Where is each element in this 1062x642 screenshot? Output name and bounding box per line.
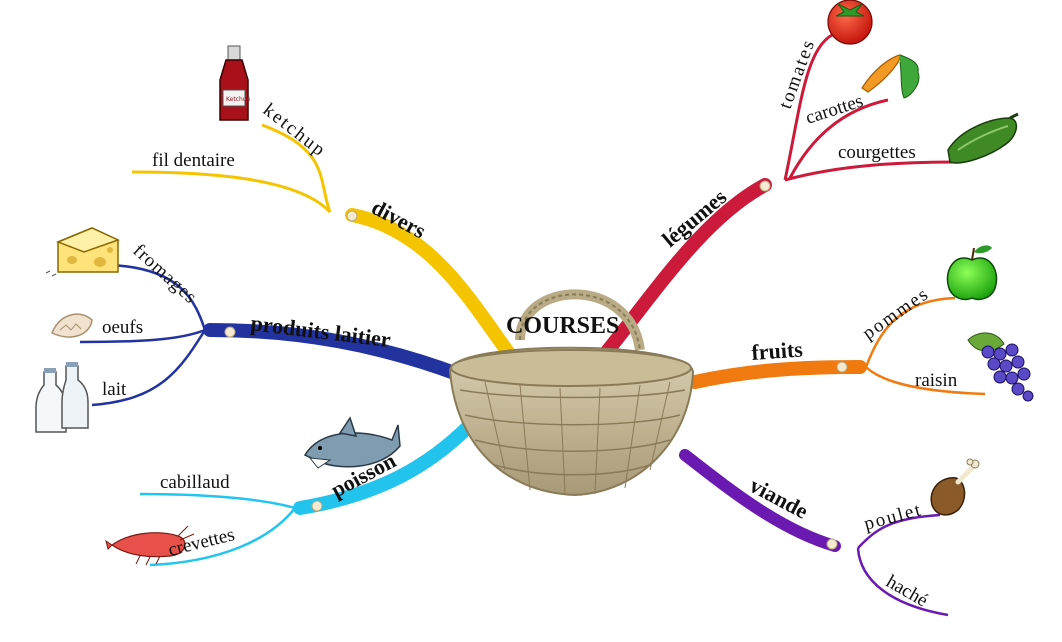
- poisson-main-line: [293, 418, 477, 515]
- milk-bottles-icon: [35, 362, 89, 433]
- viande-main-line: [679, 449, 841, 552]
- cabillaud-label[interactable]: cabillaud: [160, 472, 230, 493]
- hache-label[interactable]: haché: [883, 571, 932, 611]
- produits-laitier-label[interactable]: produits laitier: [249, 310, 392, 352]
- legumes-main-line: [593, 178, 772, 367]
- grapes-icon: [967, 332, 1034, 402]
- apple-icon: [946, 245, 998, 301]
- branch-viande: [679, 449, 949, 617]
- branch-poisson: [139, 418, 477, 567]
- center-title: COURSES: [506, 313, 619, 339]
- pommes-label[interactable]: pommes: [859, 283, 934, 344]
- raisin-line: [865, 366, 986, 396]
- hache-line: [856, 547, 949, 617]
- courgettes-line: [784, 160, 961, 182]
- basket-icon: [448, 289, 695, 497]
- legumes-node[interactable]: [759, 180, 771, 192]
- ketchup-label[interactable]: ketchup: [259, 99, 330, 161]
- poulet-label[interactable]: poulet: [862, 499, 925, 535]
- divers-main-line: [345, 208, 517, 362]
- fruits-node[interactable]: [836, 361, 848, 373]
- ketchup-line: [261, 123, 332, 213]
- lait-label[interactable]: lait: [102, 379, 127, 400]
- fruits-main-line: [688, 360, 867, 389]
- divers-node[interactable]: [346, 210, 358, 222]
- branch-legumes: [593, 33, 961, 367]
- viande-node[interactable]: [826, 538, 838, 550]
- produits-laitier-node[interactable]: [224, 326, 236, 338]
- fromages-line: [109, 263, 207, 331]
- fromages-label[interactable]: fromages: [129, 240, 202, 308]
- fil-dentaire-label[interactable]: fil dentaire: [152, 150, 235, 171]
- crevettes-line: [149, 507, 296, 567]
- branch-divers: [131, 123, 517, 362]
- produits-laitier-main-line: [203, 323, 467, 382]
- zucchini-icon: [947, 112, 1019, 164]
- fruits-label[interactable]: fruits: [751, 336, 804, 365]
- courgettes-label[interactable]: courgettes: [838, 142, 916, 163]
- crevettes-label[interactable]: crevettes: [166, 524, 237, 561]
- fil-dentaire-line: [131, 170, 332, 214]
- chicken-leg-icon: [930, 458, 980, 516]
- svg-text:Ketchup: Ketchup: [226, 96, 251, 103]
- poulet-line: [857, 513, 941, 549]
- lait-line: [91, 329, 207, 407]
- tomato-icon: [827, 0, 873, 45]
- carrot-icon: [861, 54, 920, 99]
- tomates-label[interactable]: tomates: [775, 36, 820, 112]
- oeufs-label[interactable]: oeufs: [102, 317, 143, 338]
- pommes-line: [864, 296, 956, 368]
- cheese-icon: [45, 227, 120, 277]
- ketchup-icon: Ketchup: [219, 45, 251, 121]
- shrimp-icon: [105, 525, 195, 566]
- branch-produits-laitier: [79, 263, 467, 407]
- branch-fruits: [688, 296, 986, 396]
- cabillaud-line: [139, 492, 296, 510]
- tomates-line: [783, 33, 833, 181]
- oeufs-line: [79, 328, 206, 344]
- poisson-node[interactable]: [311, 500, 323, 512]
- egg-icon: [51, 313, 93, 338]
- raisin-label[interactable]: raisin: [915, 370, 958, 391]
- shark-icon: [303, 416, 401, 469]
- carottes-line: [788, 98, 889, 179]
